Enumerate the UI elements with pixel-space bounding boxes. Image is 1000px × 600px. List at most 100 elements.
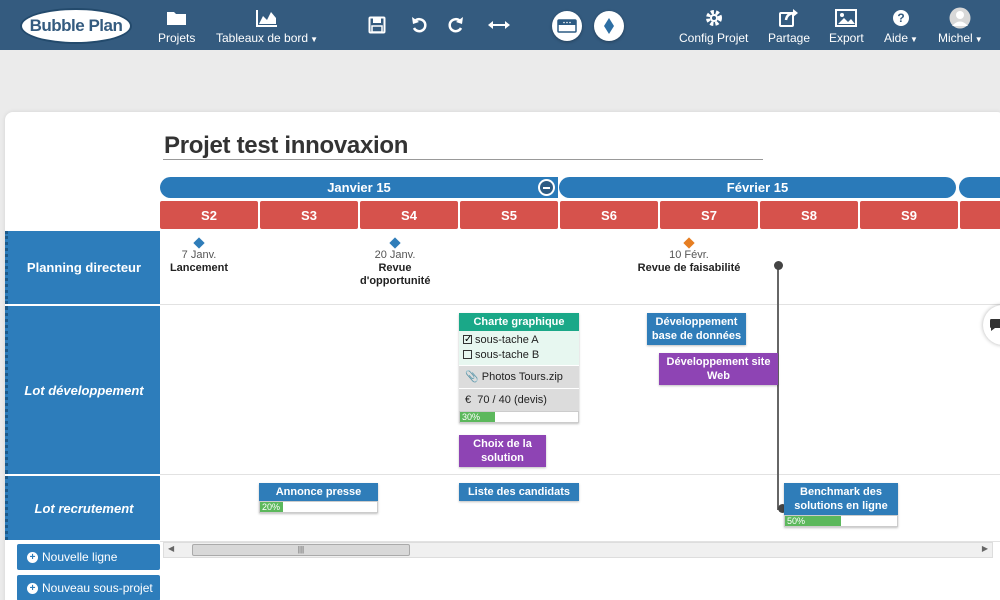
task-liste-candidats[interactable]: Liste des candidats [459, 483, 579, 501]
image-icon [835, 8, 858, 28]
task-annonce-presse[interactable]: Annonce presse 20% [259, 483, 378, 513]
subtask-list: sous-tache A sous-tache B [459, 331, 579, 365]
week-s8[interactable]: S8 [760, 201, 858, 229]
milestone-view-toggle[interactable] [594, 11, 624, 41]
save-icon [368, 16, 386, 34]
task-dev-base-donnees[interactable]: Développement base de données [647, 313, 746, 345]
task-choix-solution[interactable]: Choix de la solution [459, 435, 546, 467]
milestone-lancement[interactable]: 7 Janv. Lancement [159, 237, 239, 275]
scroll-right-icon[interactable]: ▶ [981, 544, 988, 553]
milestone-diamond-icon [193, 237, 205, 249]
week-s6[interactable]: S6 [560, 201, 658, 229]
collapse-month-button[interactable] [538, 179, 555, 196]
week-s9[interactable]: S9 [860, 201, 958, 229]
row-label: Lot développement [24, 382, 144, 398]
task-progress-bar: 20% [259, 501, 378, 513]
week-s3[interactable]: S3 [260, 201, 358, 229]
milestone-title: Revue de faisabilité [637, 262, 741, 274]
chevron-down-icon: ▼ [310, 35, 318, 44]
milestone-revue-faisabilite[interactable]: 10 Févr. Revue de faisabilité [619, 237, 759, 275]
new-line-button[interactable]: +Nouvelle ligne [17, 544, 160, 570]
nav-tableaux-de-bord[interactable]: Tableaux de bord▼ [216, 8, 318, 45]
subtask-item[interactable]: sous-tache B [463, 348, 575, 363]
project-card: Projet test innovaxion Janvier 15 Févrie… [5, 112, 1000, 600]
row-lot-recrutement[interactable]: Lot recrutement [5, 476, 160, 540]
scrollbar-thumb[interactable]: ||| [192, 544, 410, 556]
new-subproject-button[interactable]: +Nouveau sous-projet [17, 575, 160, 600]
week-label: S4 [401, 207, 417, 223]
row-lot-developpement[interactable]: Lot développement [5, 306, 160, 474]
task-title: Benchmark des solutions en ligne [794, 486, 888, 512]
checkbox-empty-icon[interactable] [463, 350, 472, 359]
nav-projets-label: Projets [158, 31, 196, 45]
redo-icon [448, 17, 463, 33]
task-progress-bar: 50% [784, 515, 898, 527]
milestone-date: 7 Janv. [181, 249, 217, 261]
gear-icon [705, 8, 723, 28]
milestone-diamond-icon [604, 18, 614, 34]
chevron-down-icon: ▼ [974, 35, 983, 44]
week-label: S7 [701, 207, 717, 223]
month-header-fevrier[interactable]: Février 15 [559, 177, 956, 198]
svg-text:?: ? [897, 11, 904, 25]
redo-button[interactable] [444, 14, 466, 36]
subtask-label: sous-tache B [475, 349, 540, 361]
milestone-title: Lancement [169, 262, 229, 274]
undo-button[interactable] [409, 14, 431, 36]
nav-user-menu[interactable]: Michel▼ [938, 7, 983, 45]
month-header-janvier[interactable]: Janvier 15 [160, 177, 558, 198]
nav-aide[interactable]: ? Aide▼ [884, 8, 918, 45]
row-planning-directeur[interactable]: Planning directeur [5, 231, 160, 304]
task-title: Développement site Web [666, 356, 771, 382]
week-s4[interactable]: S4 [360, 201, 458, 229]
horizontal-scrollbar[interactable]: ◀ ||| ▶ [163, 542, 993, 558]
save-button[interactable] [366, 14, 388, 36]
week-label: S5 [501, 207, 517, 223]
subtask-item[interactable]: sous-tache A [463, 332, 575, 348]
task-title: Charte graphique [473, 316, 565, 328]
help-icon: ? [892, 8, 910, 28]
month-header-next[interactable] [959, 177, 1000, 198]
week-s7[interactable]: S7 [660, 201, 758, 229]
area-chart-icon [256, 8, 278, 28]
week-label: S2 [201, 207, 217, 223]
week-label: S6 [601, 207, 617, 223]
row-divider [160, 304, 1000, 305]
nav-partage[interactable]: Partage [768, 8, 810, 45]
app-logo[interactable]: Bubble Plan [20, 8, 132, 44]
week-next[interactable] [960, 201, 1000, 229]
month-label: Février 15 [726, 180, 789, 195]
nav-config-projet[interactable]: Config Projet [679, 8, 748, 45]
milestone-diamond-icon [683, 237, 695, 249]
scroll-left-icon[interactable]: ◀ [168, 544, 175, 553]
milestone-revue-opportunite[interactable]: 20 Janv. Revue d'opportunité [350, 237, 440, 288]
chat-button[interactable] [983, 305, 1000, 345]
week-s5[interactable]: S5 [460, 201, 558, 229]
task-title: Choix de la solution [473, 438, 532, 464]
nav-aide-label: Aide [884, 31, 909, 45]
connector-start-dot[interactable] [774, 261, 783, 270]
chevron-down-icon: ▼ [910, 35, 918, 44]
week-label: S9 [901, 207, 917, 223]
nav-export[interactable]: Export [829, 8, 864, 45]
milestone-date: 20 Janv. [374, 249, 416, 261]
folder-icon [166, 8, 188, 28]
attachment-row[interactable]: 📎 Photos Tours.zip [459, 365, 579, 388]
task-dev-site-web[interactable]: Développement site Web [659, 353, 778, 385]
nav-projets[interactable]: Projets [158, 8, 195, 45]
user-avatar-icon [949, 7, 971, 29]
connector-end-dot[interactable] [778, 504, 787, 513]
page-title[interactable]: Projet test innovaxion [164, 132, 409, 159]
task-charte-graphique[interactable]: Charte graphique sous-tache A sous-tache… [459, 313, 579, 423]
view-card-toggle[interactable] [552, 11, 582, 41]
task-benchmark-solutions[interactable]: Benchmark des solutions en ligne 50% [784, 483, 898, 527]
checkbox-checked-icon[interactable] [463, 332, 472, 347]
milestone-diamond-icon [389, 237, 401, 249]
view-card-icon [557, 19, 577, 33]
resize-horizontal-button[interactable] [488, 14, 510, 36]
task-title: Liste des candidats [467, 486, 571, 498]
week-s2[interactable]: S2 [160, 201, 258, 229]
week-label: S3 [301, 207, 317, 223]
budget-row: € 70 / 40 (devis) [459, 388, 579, 411]
nav-user-label: Michel [938, 31, 973, 45]
